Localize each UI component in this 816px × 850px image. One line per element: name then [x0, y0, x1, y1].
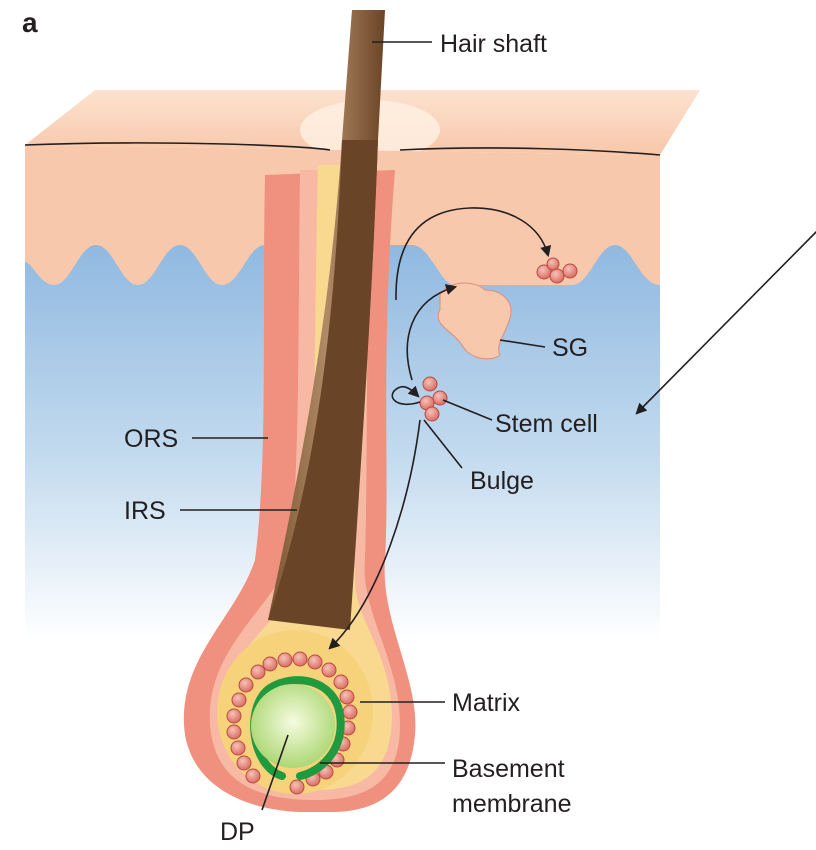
label-irs: IRS: [124, 497, 166, 525]
label-stem-cell: Stem cell: [495, 410, 598, 438]
label-sg: SG: [552, 334, 588, 362]
label-hair-shaft: Hair shaft: [440, 30, 547, 58]
label-ors: ORS: [124, 425, 178, 453]
label-bulge: Bulge: [470, 467, 534, 495]
panel-letter: a: [22, 7, 38, 38]
label-dp: DP: [220, 818, 255, 845]
dermal-papilla: [251, 684, 335, 768]
pointer-arrow: [637, 226, 816, 413]
label-basement-line2: membrane: [452, 790, 572, 818]
label-basement-line1: Basement: [452, 755, 565, 783]
label-matrix: Matrix: [452, 689, 521, 717]
